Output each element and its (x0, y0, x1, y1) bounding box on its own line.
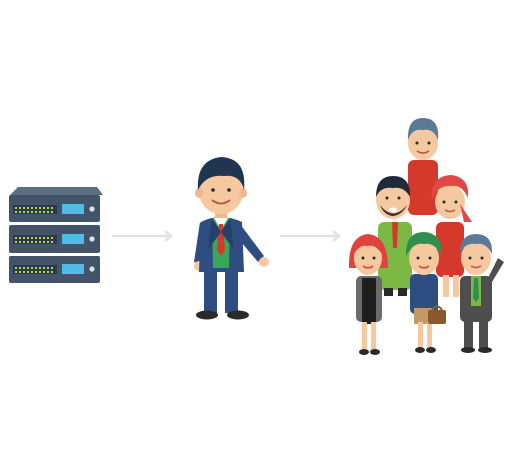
arrow-right-icon (280, 230, 341, 242)
person-figure (460, 234, 504, 353)
businessman-icon (194, 157, 269, 320)
people-group-icon (348, 118, 504, 355)
person-figure (376, 176, 412, 296)
person-figure (405, 232, 446, 353)
server-unit (9, 225, 100, 253)
arrow-right-icon (112, 230, 173, 242)
server-unit (9, 256, 100, 283)
server-unit (9, 187, 103, 222)
person-figure (431, 175, 472, 297)
person-figure (407, 118, 439, 215)
server-rack-icon (9, 187, 103, 283)
person-figure (348, 234, 388, 355)
